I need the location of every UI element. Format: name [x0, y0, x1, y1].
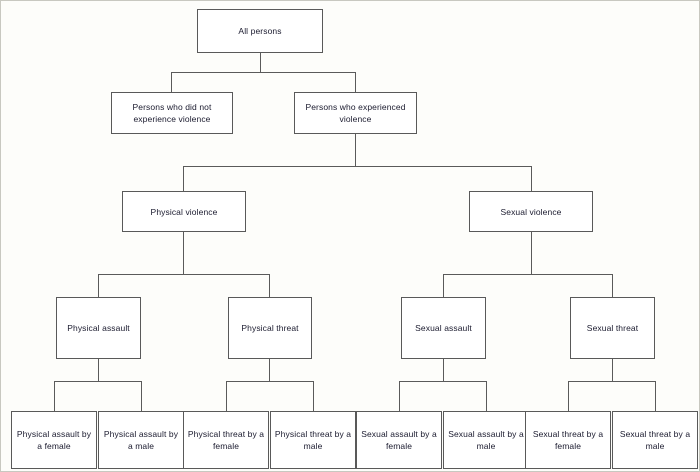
connector-l4-bus-physical-threat	[226, 381, 314, 382]
node-label: Persons who did not experience violence	[132, 102, 212, 124]
node-physical-assault-by-female[interactable]: Physical assault by a female	[11, 411, 97, 469]
connector-l4-stem-sexual-threat	[612, 359, 613, 381]
node-all-persons[interactable]: All persons	[197, 9, 323, 53]
node-sexual-violence[interactable]: Sexual violence	[469, 191, 593, 232]
node-sexual-threat-by-male[interactable]: Sexual threat by a male	[612, 411, 698, 469]
node-label: Sexual assault by a female	[361, 429, 437, 451]
connector-l5-drop-st-male	[655, 381, 656, 411]
node-label: Physical threat	[241, 323, 299, 333]
node-sexual-assault-by-male[interactable]: Sexual assault by a male	[443, 411, 529, 469]
connector-l5-drop-sa-male	[486, 381, 487, 411]
connector-l4-stem-physical-assault	[98, 359, 99, 381]
node-label: Physical assault by a male	[103, 429, 179, 451]
node-label: Physical assault	[67, 323, 130, 333]
node-sexual-threat-by-female[interactable]: Sexual threat by a female	[525, 411, 611, 469]
connector-l3-stem-physical	[183, 232, 184, 274]
connector-l2-bus	[183, 166, 532, 167]
connector-l5-drop-pt-female	[226, 381, 227, 411]
node-label: Sexual violence	[500, 206, 562, 217]
connector-l1-stem	[260, 53, 261, 72]
node-label: Physical violence	[150, 206, 218, 217]
node-label: Sexual threat by a female	[532, 429, 604, 451]
node-physical-threat-by-female[interactable]: Physical threat by a female	[183, 411, 269, 469]
connector-l5-drop-pa-male	[141, 381, 142, 411]
connector-l1-bus	[171, 72, 356, 73]
connector-l5-drop-sa-female	[399, 381, 400, 411]
connector-l3-bus-sexual	[443, 274, 613, 275]
node-label: Physical threat by a female	[187, 429, 265, 451]
node-label: Sexual assault by a male	[448, 429, 524, 451]
connector-l3-bus-physical	[98, 274, 270, 275]
connector-l3-stem-sexual	[531, 232, 532, 274]
node-sexual-threat[interactable]: Sexual threat	[570, 297, 655, 359]
connector-l4-drop-physical-threat	[269, 274, 270, 297]
connector-l2-drop-left	[171, 72, 172, 92]
node-physical-assault-by-male[interactable]: Physical assault by a male	[98, 411, 184, 469]
node-sexual-assault-by-female[interactable]: Sexual assault by a female	[356, 411, 442, 469]
node-physical-assault[interactable]: Physical assault	[56, 297, 141, 359]
connector-l2-stem	[355, 134, 356, 166]
connector-l4-stem-sexual-assault	[443, 359, 444, 381]
node-sexual-assault[interactable]: Sexual assault	[401, 297, 486, 359]
node-physical-violence[interactable]: Physical violence	[122, 191, 246, 232]
connector-l3-drop-sexual	[531, 166, 532, 191]
connector-l4-stem-physical-threat	[269, 359, 270, 381]
connector-l4-bus-sexual-threat	[568, 381, 656, 382]
node-label: All persons	[238, 26, 282, 36]
node-physical-threat-by-male[interactable]: Physical threat by a male	[270, 411, 356, 469]
node-label: Physical threat by a male	[274, 429, 352, 451]
connector-l4-drop-sexual-threat	[612, 274, 613, 297]
node-label: Sexual threat by a male	[619, 429, 691, 451]
connector-l5-drop-pt-male	[313, 381, 314, 411]
connector-l4-drop-physical-assault	[98, 274, 99, 297]
connector-l3-drop-physical	[183, 166, 184, 191]
node-physical-threat[interactable]: Physical threat	[228, 297, 312, 359]
connector-l2-drop-right	[355, 72, 356, 92]
connector-l4-drop-sexual-assault	[443, 274, 444, 297]
node-persons-no-violence[interactable]: Persons who did not experience violence	[111, 92, 233, 134]
node-label: Physical assault by a female	[16, 429, 92, 451]
connector-l5-drop-pa-female	[54, 381, 55, 411]
connector-l5-drop-st-female	[568, 381, 569, 411]
connector-l4-bus-physical-assault	[54, 381, 142, 382]
node-label: Persons who experienced violence	[305, 102, 406, 124]
node-label: Sexual threat	[586, 323, 639, 333]
connector-l4-bus-sexual-assault	[399, 381, 487, 382]
node-persons-experienced-violence[interactable]: Persons who experienced violence	[294, 92, 417, 134]
node-label: Sexual assault	[415, 323, 472, 333]
